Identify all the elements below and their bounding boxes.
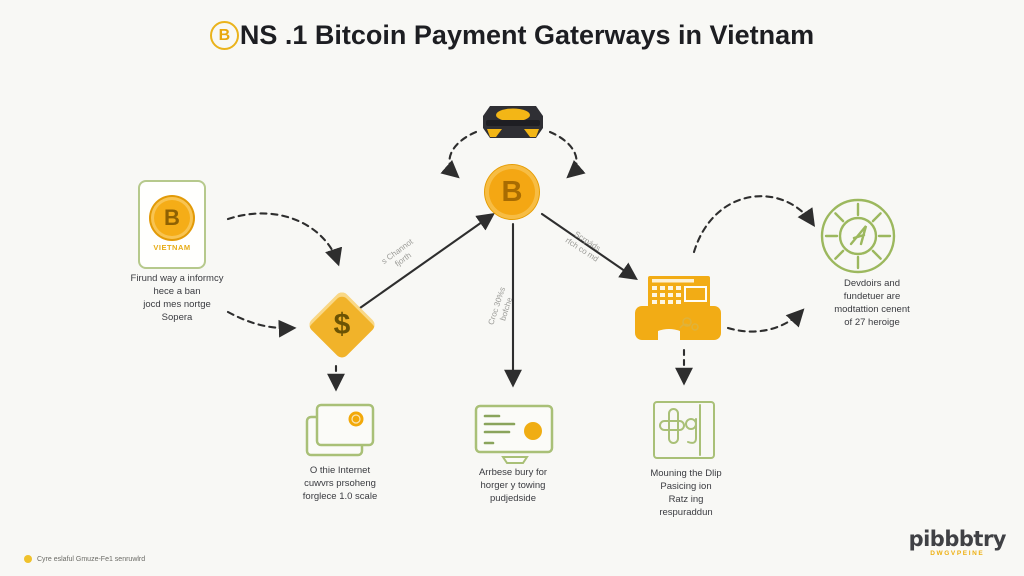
bottom-caption-2: Arrbese bury for horger y towing pudjeds… <box>448 466 578 505</box>
brand-logo: pibbbtry DWGVPEINE <box>908 527 1007 558</box>
line-diamond-to-bitcoin <box>358 212 495 310</box>
footer-note: Cyre eslaful Gmuze-Fe1 senruwlrd <box>24 555 145 563</box>
caption-line: Ratz ing <box>668 494 704 505</box>
vietnam-card-label: VIETNAM <box>153 243 191 252</box>
network-caption: Devdoirs and fundetuer are modtattion ce… <box>802 277 942 329</box>
pos-terminal-icon <box>635 276 721 340</box>
arc-text-to-diamond <box>226 310 297 338</box>
caption-line: of 27 heroige <box>844 317 900 328</box>
caption-line: Pasicing ion <box>660 481 712 492</box>
caption-line: horger y towing <box>480 480 546 491</box>
network-sun-icon <box>820 198 896 274</box>
page-title-text: NS .1 Bitcoin Payment Gaterways in Vietn… <box>239 20 815 50</box>
arc-badge-right <box>548 130 586 179</box>
bullet-icon <box>24 555 32 563</box>
caption-line: Mouning the Dlip <box>650 468 722 479</box>
footer-note-text: Cyre eslaful Gmuze-Fe1 senruwlrd <box>37 555 146 563</box>
caption-line: Devdoirs and <box>844 278 900 289</box>
caption-line: modtattion cenent <box>834 304 910 315</box>
dollar-box-icon <box>653 401 715 459</box>
bitcoin-hub-coin: B <box>485 165 539 219</box>
bitcoin-coin-icon: B <box>209 21 239 50</box>
caption-line: Arrbese bury for <box>478 467 548 478</box>
caption-line: Firund way a informcy <box>130 273 224 284</box>
payment-cards-icon <box>305 403 375 457</box>
arc-card-to-diamond <box>226 212 343 267</box>
bottom-caption-3: Mouning the Dlip Pasicing ion Ratz ing r… <box>616 467 756 519</box>
caption-line: cuwvrs prsoheng <box>304 478 376 489</box>
vietnam-card: B VIETNAM <box>138 180 206 269</box>
invoice-check-icon <box>474 404 554 464</box>
caption-line: fundetuer are <box>843 291 901 302</box>
arc-pos-to-network-caption <box>726 308 805 333</box>
bitcoin-coin-icon: B <box>151 197 193 239</box>
caption-line: forglece 1.0 scale <box>302 491 378 502</box>
dollar-symbol: $ <box>333 308 351 341</box>
caption-line: Sopera <box>161 312 193 323</box>
caption-line: respuraddun <box>659 507 713 518</box>
caption-line: jocd mes nortge <box>143 299 211 310</box>
arc-badge-left <box>440 130 478 179</box>
bottom-caption-1: O thie Internet cuwvrs prsoheng forglece… <box>275 464 405 503</box>
line-bitcoin-to-pos <box>540 212 638 281</box>
caption-line: hece a ban <box>153 286 201 297</box>
caption-line: O thie Internet <box>309 465 371 476</box>
belt-buckle-icon <box>483 106 543 138</box>
dollar-diamond-icon: $ <box>306 289 378 361</box>
brand-subtitle: DWGVPEINE <box>930 550 985 557</box>
brand-name: pibbbtry <box>908 527 1007 551</box>
vietnam-caption: Firund way a informcy hece a ban jocd me… <box>97 272 257 324</box>
caption-line: pudjedside <box>490 493 536 504</box>
arc-pos-to-network <box>692 195 815 254</box>
page-title: B NS .1 Bitcoin Payment Gaterways in Vie… <box>0 20 1024 51</box>
